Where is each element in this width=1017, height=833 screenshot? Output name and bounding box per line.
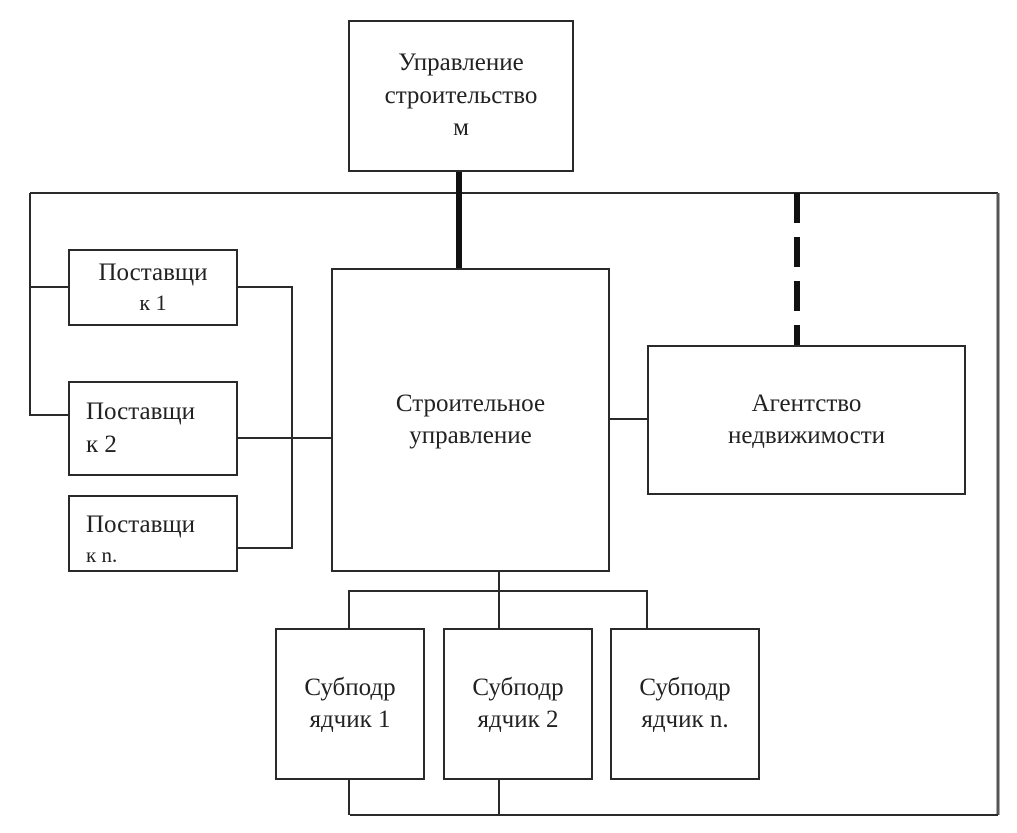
node-subcontractor-2: Субподр ядчик 2: [443, 628, 593, 780]
node-management-line-1: Управление: [398, 49, 524, 77]
node-construction-office-line-2: управление: [409, 422, 532, 449]
node-real-estate-agency-line-2: недвижимости: [727, 422, 886, 449]
node-supplier-1-line-2: к 1: [139, 290, 167, 316]
node-supplier-n-line-1: Поставщи: [86, 511, 196, 538]
node-supplier-n-line-2: к n.: [86, 542, 118, 567]
node-subcontractor-n-line-2: ядчик n.: [641, 706, 729, 733]
node-real-estate-agency: Агентство недвижимости: [647, 345, 966, 495]
node-subcontractor-1-line-2: ядчик 1: [309, 706, 391, 733]
edge-bus-supplier1: [29, 193, 68, 416]
node-supplier-1: Поставщи к 1: [68, 249, 238, 326]
node-management-line-3: м: [453, 114, 469, 142]
node-supplier-1-line-1: Поставщи: [98, 258, 208, 286]
edge-sub-bus: [348, 590, 648, 630]
node-supplier-n: Поставщи к n.: [68, 495, 238, 572]
node-subcontractor-2-line-2: ядчик 2: [477, 706, 559, 733]
node-subcontractor-1-line-1: Субподр: [304, 673, 396, 701]
node-supplier-2-line-1: Поставщи: [86, 398, 196, 425]
node-subcontractor-1: Субподр ядчик 1: [275, 628, 425, 780]
node-real-estate-agency-line-1: Агентство: [751, 389, 862, 417]
edge-supplier1-construction: [238, 286, 293, 549]
node-supplier-2-line-2: к 2: [86, 430, 117, 458]
node-management-line-2: строительство: [384, 81, 538, 109]
node-subcontractor-n-line-1: Субподр: [639, 673, 731, 701]
node-subcontractor-n: Субподр ядчик n.: [610, 628, 760, 780]
node-construction-office-line-1: Строительное: [395, 389, 546, 417]
node-construction-office: Строительное управление: [331, 268, 610, 572]
node-subcontractor-2-line-1: Субподр: [472, 673, 564, 701]
node-management: Управление строительство м: [348, 20, 574, 172]
node-supplier-2: Поставщи к 2: [68, 381, 238, 476]
